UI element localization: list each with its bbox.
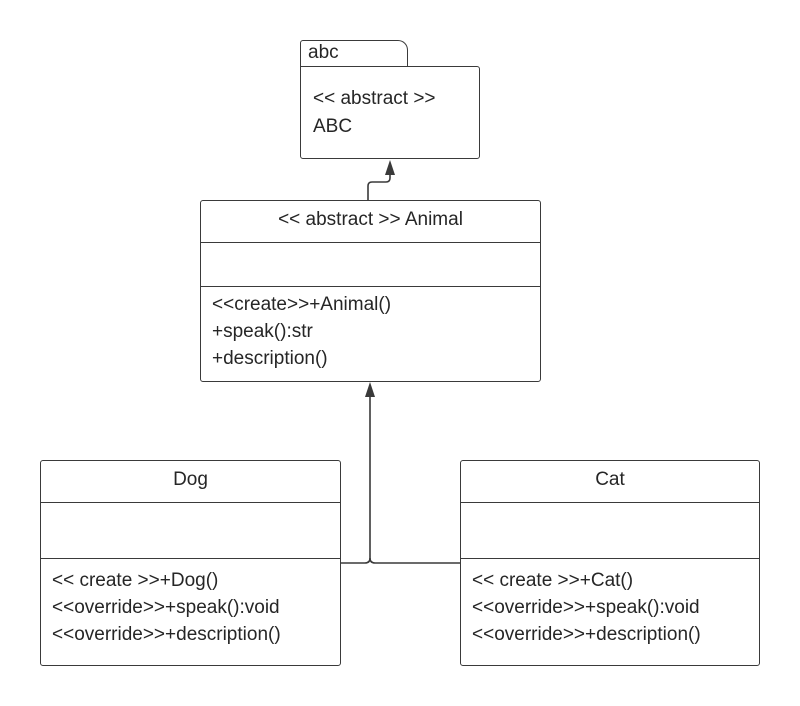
class-cat-methods: << create >>+Cat() <<override>>+speak():… [461,559,759,648]
method: <<override>>+description() [472,624,701,645]
package-stereotype: << abstract >> [313,88,436,109]
class-animal-attributes [201,243,540,287]
package-name: abc [308,42,339,63]
class-cat-title: Cat [461,461,759,503]
method: << create >>+Dog() [52,570,219,591]
method: <<override>>+description() [52,624,281,645]
method: +speak():str [212,321,313,342]
generalization-cat-to-animal [369,557,460,564]
method: <<create>>+Animal() [212,294,392,315]
package-body[interactable]: << abstract >> ABC [300,66,480,159]
class-animal[interactable]: << abstract >> Animal <<create>>+Animal(… [200,200,541,382]
method: <<override>>+speak():void [52,597,280,618]
class-animal-methods: <<create>>+Animal() +speak():str +descri… [201,287,540,372]
class-cat-attributes [461,503,759,559]
class-cat[interactable]: Cat << create >>+Cat() <<override>>+spea… [460,460,760,666]
class-dog-title: Dog [41,461,340,503]
class-dog-methods: << create >>+Dog() <<override>>+speak():… [41,559,340,648]
class-dog-attributes [41,503,340,559]
method: +description() [212,348,328,369]
package-tab[interactable]: abc [300,40,408,66]
arrowhead-abc [385,160,395,175]
class-dog[interactable]: Dog << create >>+Dog() <<override>>+spea… [40,460,341,666]
generalization-dog-to-animal [341,394,371,564]
method: << create >>+Cat() [472,570,634,591]
package-class-name: ABC [313,116,353,137]
class-animal-title: << abstract >> Animal [201,201,540,243]
method: <<override>>+speak():void [472,597,700,618]
generalization-animal-to-abc [367,170,391,200]
arrowhead-animal [365,382,375,397]
